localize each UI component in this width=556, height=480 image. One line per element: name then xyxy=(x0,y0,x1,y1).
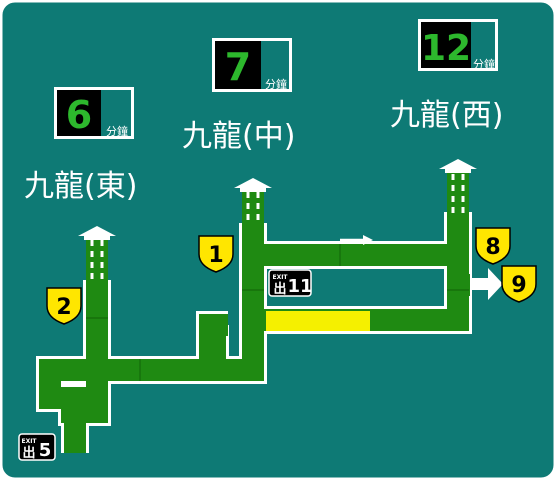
travel-time-panel-east: 6 分鐘 xyxy=(54,87,134,139)
destination-name-west: 九龍(西) xyxy=(390,98,503,133)
minutes-west: 12 xyxy=(421,28,471,69)
route-shield-8: 8 xyxy=(475,227,511,265)
arrow-head-icon xyxy=(234,178,272,188)
approach-stems xyxy=(78,159,477,282)
destination-name-east: 九龍(東) xyxy=(24,169,137,204)
travel-time-panel-west: 12 分鐘 xyxy=(418,19,498,71)
arrow-head-icon xyxy=(439,159,477,169)
exit-plate-5: EXIT 出 5 xyxy=(18,433,56,461)
destination-name-central: 九龍(中) xyxy=(182,119,295,154)
exit-tag: EXIT xyxy=(272,274,288,281)
exit-plate-11: EXIT 出 11 xyxy=(268,269,313,297)
exit-number: 5 xyxy=(39,440,52,461)
shield-icon xyxy=(46,287,82,325)
stem-west xyxy=(439,159,477,214)
exit-glyph: 出 xyxy=(22,445,35,461)
stem-central xyxy=(234,178,272,225)
shield-icon xyxy=(475,227,511,265)
road-network xyxy=(36,212,472,453)
minutes-unit-east: 分鐘 xyxy=(106,124,128,138)
stem-east xyxy=(78,226,116,282)
arrow-head-icon xyxy=(78,226,116,236)
route-number: 1 xyxy=(208,243,223,268)
exit-number: 11 xyxy=(287,276,312,297)
exit-glyph: 出 xyxy=(273,281,286,297)
route-number: 2 xyxy=(56,295,71,320)
minutes-central: 7 xyxy=(225,45,251,89)
shield-icon xyxy=(501,265,537,303)
travel-time-panel-central: 7 分鐘 xyxy=(212,38,292,92)
minutes-unit-central: 分鐘 xyxy=(265,77,287,91)
route-shield-9: 9 xyxy=(501,265,537,303)
route-number: 9 xyxy=(511,273,526,298)
exit-tag: EXIT xyxy=(21,438,37,445)
road-fill xyxy=(39,212,470,453)
route-shield-2: 2 xyxy=(46,287,82,325)
small-arrow-icon xyxy=(340,235,373,245)
segment-lines xyxy=(86,244,469,381)
highlight-segment xyxy=(266,311,370,331)
minutes-unit-west: 分鐘 xyxy=(473,57,495,71)
shield-icon xyxy=(198,235,234,273)
minutes-east: 6 xyxy=(66,93,92,137)
route-number: 8 xyxy=(485,235,500,260)
route-shield-1: 1 xyxy=(198,235,234,273)
exit-arrow-icon xyxy=(470,268,503,300)
